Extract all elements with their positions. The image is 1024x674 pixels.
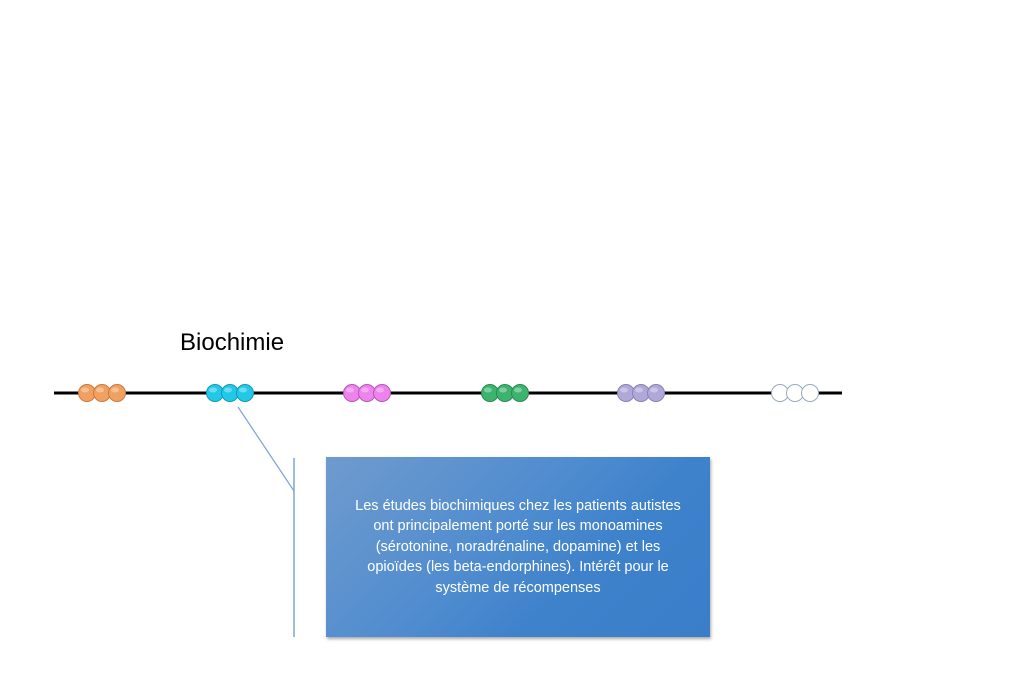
timeline-dot [373,384,391,402]
timeline-dot [511,384,529,402]
timeline-dot-highlight [789,387,797,393]
timeline-dot-highlight [514,387,522,393]
timeline-dot-highlight [376,387,384,393]
timeline-dot-highlight [620,387,628,393]
timeline-dot-highlight [774,387,782,393]
timeline-dot [206,384,224,402]
timeline-dot-highlight [209,387,217,393]
dot-group-6 [771,384,819,402]
timeline-dot [221,384,239,402]
section-heading: Biochimie [180,329,285,356]
timeline-dot [236,384,254,402]
dot-group-5 [617,384,665,402]
timeline-dot-highlight [499,387,507,393]
timeline-dot [78,384,96,402]
dot-group-2 [206,384,254,402]
timeline-dot [786,384,804,402]
timeline-dot [647,384,665,402]
timeline-dot [801,384,819,402]
info-box-text: Les études biochimiques chez les patient… [355,497,681,596]
info-box: Les études biochimiques chez les patient… [326,457,710,637]
callout-diagonal [237,406,295,492]
timeline-dot-highlight [81,387,89,393]
dot-group-3 [343,384,391,402]
timeline-dot-highlight [96,387,104,393]
timeline-dot [617,384,635,402]
timeline-dot-highlight [484,387,492,393]
timeline-dot [343,384,361,402]
timeline-dot [108,384,126,402]
timeline-dot [358,384,376,402]
timeline-dot-highlight [361,387,369,393]
timeline-dot [93,384,111,402]
timeline-dot-highlight [239,387,247,393]
timeline-dot-highlight [111,387,119,393]
timeline-dot-highlight [224,387,232,393]
timeline-dot-highlight [650,387,658,393]
timeline-dot-highlight [635,387,643,393]
timeline-dot [496,384,514,402]
timeline-dot-highlight [346,387,354,393]
timeline-dot [481,384,499,402]
timeline-dot [771,384,789,402]
timeline-dot-highlight [804,387,812,393]
timeline-dot-groups [78,384,819,402]
timeline-dot [632,384,650,402]
dot-group-1 [78,384,126,402]
dot-group-4 [481,384,529,402]
